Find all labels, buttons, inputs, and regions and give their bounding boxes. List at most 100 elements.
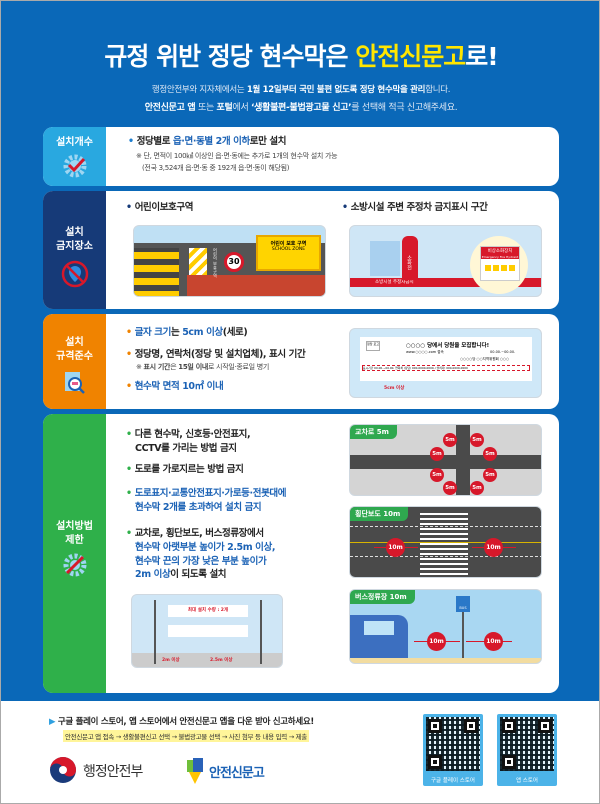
banner-web: www.○○○○.com 접속 xyxy=(406,350,444,354)
page-title: 규정 위반 정당 현수막은 안전신문고로! xyxy=(1,37,600,73)
emergency-box: 비상소화장치 Emergency Fire Hydrant xyxy=(480,246,520,281)
text: 소방시설 주변 주정차 금지표시 구간 xyxy=(350,202,488,213)
distance-marker: 5m xyxy=(470,481,484,495)
text: 로만 설치 xyxy=(249,136,287,147)
distance-marker: 5m xyxy=(483,447,497,461)
box-title-en: Emergency Fire Hydrant xyxy=(481,255,519,259)
section-label: 설치개수 xyxy=(43,127,106,186)
text-bold: 표시 기간 xyxy=(143,363,171,371)
text-highlight: 현수막 끈의 가장 낮은 부분 높이가 xyxy=(135,555,267,567)
banner-place: ○○○○당 ○○지역위원회 ○○○ xyxy=(460,357,510,361)
banner-title: ○○○○ 당에서 당원을 모집합니다! xyxy=(406,343,490,349)
subtitle-line-2: 안전신문고 앱 또는 포털에서 ‘생활불편-불법광고물 신고’를 선택해 적극 … xyxy=(1,100,600,113)
title-end: 로! xyxy=(465,42,498,71)
distance-marker: 10m xyxy=(484,632,503,651)
sub-bold: 포털 xyxy=(216,103,233,113)
note: ※ 단, 면적이 100㎢ 이상인 읍·면·동에는 추가로 1개의 현수막 설치… xyxy=(136,152,338,160)
fire-hydrant: 소화전 xyxy=(402,236,418,280)
text-highlight: 현수막 면적 10㎡ 이내 xyxy=(134,381,224,392)
curb-text: 소방시설 주정차금지 xyxy=(350,278,541,287)
bus-stop-tag: 버스정류장 10m xyxy=(350,590,415,604)
text-highlight: 2m 이상 xyxy=(135,569,171,581)
text: 도로를 가로지르는 방법 금지 xyxy=(134,464,244,475)
text-highlight: 읍·면·동별 2개 이하 xyxy=(172,136,250,147)
sign-text-en: SCHOOL ZONE xyxy=(271,247,306,252)
footer-steps: 안전신문고 앱 접속 → 생활불편신고 선택 → 불법광고물 선택 → 사진 첨… xyxy=(63,730,309,742)
section-label: 설치 금지장소 xyxy=(43,191,106,309)
text: 다른 현수막, 신호등·안전표지, xyxy=(134,429,251,440)
banner-small-print: 표시기간 00.00.~00.00. 연락처 (정당) 000-0000-000… xyxy=(362,365,530,371)
text: 어린이보호구역 xyxy=(134,202,194,213)
text-bold: 15일 이내 xyxy=(178,363,208,371)
section-size-rules: 설치 규격준수 •글자 크기는 5cm 이상(세로) •정당명, 연락처(정당 … xyxy=(43,314,559,409)
document-search-icon xyxy=(65,372,85,394)
title-text: 규정 위반 정당 현수막은 xyxy=(104,42,356,71)
qr-google-play[interactable]: 구글 플레이 스토어 xyxy=(423,714,483,786)
label-text: 설치방법 xyxy=(56,521,93,532)
no-location-icon xyxy=(61,260,89,288)
text: 은 xyxy=(170,363,179,371)
bus-stop-sign: BUS xyxy=(456,596,470,612)
footer: ▶ 구글 플레이 스토어, 앱 스토어에서 안전신문고 앱을 다운 받아 신고하… xyxy=(1,701,599,803)
banner-max-label: 최대 설치 수량 : 2개 xyxy=(168,605,248,617)
bullet-required-info: •정당명, 연락처(정당 및 설치업체), 표시 기간 xyxy=(126,349,306,360)
note-period: ※ 표시 기간은 15일 이내로 시작일·종료일 병기 xyxy=(136,362,269,372)
triangle-icon: ▶ xyxy=(49,717,58,727)
text: 이 되도록 설치 xyxy=(170,569,227,581)
sub-text: 를 선택해 적극 신고해주세요. xyxy=(351,103,458,113)
height-2m-label: 2m 이상 xyxy=(162,658,180,663)
bullet-area: •현수막 면적 10㎡ 이내 xyxy=(126,381,224,392)
text-highlight: 현수막 아랫부분 높이가 2.5m 이상, xyxy=(135,541,276,553)
sub-text: 행정안전부와 지자체에서는 xyxy=(151,85,247,95)
party-logo: 정당 로고 xyxy=(366,341,380,351)
distance-marker: 5m xyxy=(470,433,484,447)
bus-stop-illustration: BUS 버스정류장 10m 10m 10m xyxy=(349,589,542,664)
bullet-fire-facility: •소방시설 주변 주정차 금지표시 구간 xyxy=(342,202,488,213)
sub-bold: 1월 12일부터 국민 불편 없도록 정당 현수막을 관리 xyxy=(246,85,426,95)
distance-marker: 5m xyxy=(443,433,457,447)
qr-label: 구글 플레이 스토어 xyxy=(431,778,475,784)
app-logo-text: 안전신문고 xyxy=(209,766,265,781)
distance-marker: 5m xyxy=(483,468,497,482)
note: (전국 3,524개 읍·면·동 중 192개 읍·면·동이 해당됨) xyxy=(142,164,290,172)
qr-app-store[interactable]: 앱 스토어 xyxy=(497,714,557,786)
text-highlight: 5cm 이상 xyxy=(182,327,223,338)
bullet-no-crossing: •도로를 가로지르는 방법 금지 xyxy=(126,464,244,475)
bullet-font-size: •글자 크기는 5cm 이상(세로) xyxy=(126,327,248,338)
distance-marker: 5m xyxy=(430,447,444,461)
gear-wrench-icon xyxy=(63,553,87,577)
text-highlight: 글자 크기 xyxy=(134,327,172,338)
road-text: 어린이 보호구역 xyxy=(213,248,218,278)
title-highlight: 안전신문고 xyxy=(355,42,466,71)
sub-text: 에서 xyxy=(232,103,251,113)
sign-text: 어린이 보호 구역 xyxy=(270,241,307,247)
intersection-illustration: 교차로 5m 5m 5m 5m 5m 5m 5m 5m 5m xyxy=(349,424,542,496)
bullet-no-covering: •다른 현수막, 신호등·안전표지,CCTV를 가리는 방법 금지 xyxy=(126,429,251,454)
text: (세로) xyxy=(222,327,248,338)
section-method-restrictions: 설치방법 제한 •다른 현수막, 신호등·안전표지,CCTV를 가리는 방법 금… xyxy=(43,414,559,693)
text: 로 시작일·종료일 병기 xyxy=(207,363,270,371)
school-zone-sign: 어린이 보호 구역 SCHOOL ZONE xyxy=(256,235,321,271)
qr-label: 앱 스토어 xyxy=(516,778,538,784)
distance-marker: 5m xyxy=(430,468,444,482)
sub-bold: 안전신문고 앱 xyxy=(144,103,196,113)
school-zone-illustration: 30 어린이 보호구역 어린이 보호 구역 SCHOOL ZONE xyxy=(133,225,326,297)
poster-background: 규정 위반 정당 현수막은 안전신문고로! 행정안전부와 지자체에서는 1월 1… xyxy=(1,1,599,701)
text-highlight: 도로표지·교통안전표지·가로등·전봇대에 xyxy=(134,488,287,499)
intersection-tag: 교차로 5m xyxy=(350,425,397,439)
section-label: 설치 규격준수 xyxy=(43,314,106,409)
label-text: 설치 xyxy=(65,337,84,348)
banner-example: 정당 로고 ○○○○ 당에서 당원을 모집합니다! www.○○○○.com 접… xyxy=(349,328,542,398)
text: 정당명, 연락처(정당 및 설치업체), 표시 기간 xyxy=(134,349,306,360)
text-highlight: 현수막 2개를 초과하여 설치 금지 xyxy=(135,501,262,513)
label-text: 제한 xyxy=(65,535,84,546)
distance-marker: 10m xyxy=(427,632,446,651)
bullet-count: •정당별로 읍·면·동별 2개 이하로만 설치 xyxy=(128,136,287,147)
fire-hydrant-illustration: 소방시설 주정차금지 소화전 비상소화장치 Emergency Fire Hyd… xyxy=(349,225,542,297)
distance-marker: 5m xyxy=(443,481,457,495)
banner-date: 00.00.~00.00. xyxy=(490,350,516,354)
crosswalk-tag: 횡단보도 10m xyxy=(350,507,409,521)
sub-text: 또는 xyxy=(195,103,217,113)
